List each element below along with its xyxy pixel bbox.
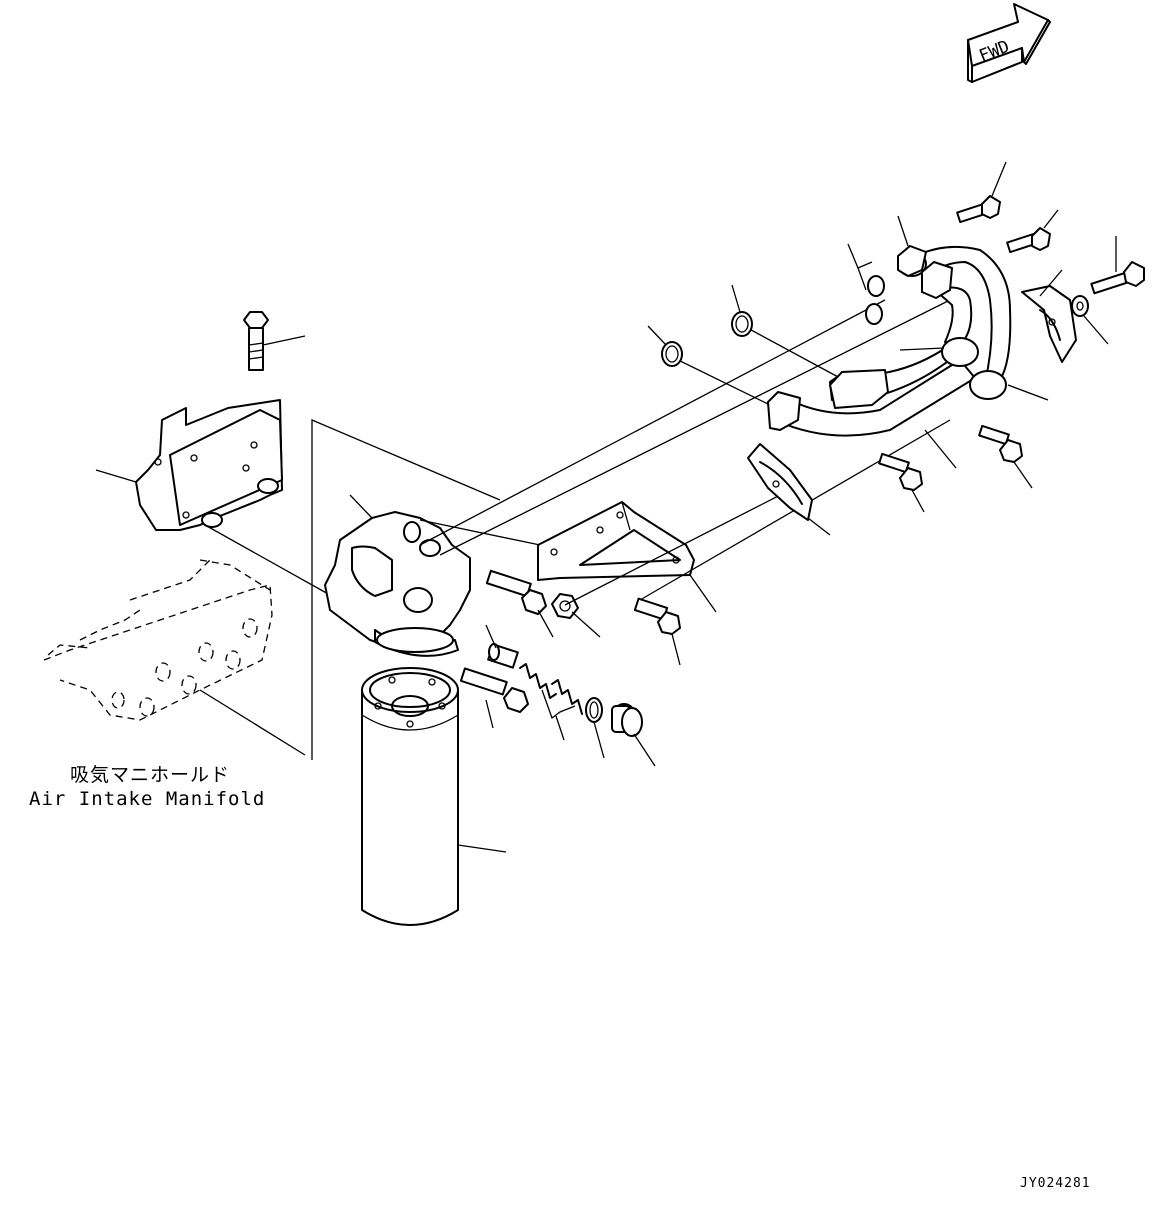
bypass-valve — [487, 643, 519, 669]
leader-line — [1013, 461, 1033, 489]
filter-bolt — [459, 667, 529, 713]
leader-line — [485, 624, 497, 649]
leader-line — [541, 689, 576, 720]
gasket-ring — [731, 311, 753, 337]
leader-line — [1007, 384, 1049, 401]
plug — [611, 703, 643, 737]
leader-line — [95, 469, 137, 483]
guide-line — [439, 299, 951, 556]
leader-line — [847, 243, 873, 269]
air-intake-manifold-outline — [43, 559, 273, 721]
leader-line — [689, 574, 717, 613]
leader-line — [924, 429, 957, 469]
bracket-bolt — [243, 311, 269, 371]
hex-nut — [551, 593, 579, 619]
bracket-reference-line — [204, 524, 331, 596]
leader-line — [991, 161, 1007, 197]
reference-label-japanese: 吸気マニホールド — [70, 764, 230, 786]
filter-head-bolt — [485, 569, 547, 615]
pipe-flange-bolt — [1006, 227, 1051, 254]
pipe-bracket-bolt — [978, 424, 1023, 463]
pipe-clamp — [747, 443, 813, 521]
leader-line — [1083, 315, 1109, 345]
leader-line — [647, 325, 667, 346]
leader-line — [593, 721, 605, 759]
valve-spring — [519, 663, 583, 715]
leader-line — [899, 347, 945, 351]
leader-line — [485, 699, 494, 729]
guide-line — [564, 489, 791, 606]
guide-line — [739, 323, 841, 379]
leader-line — [731, 284, 741, 313]
leader-line — [457, 844, 507, 853]
manifold-reference-line — [199, 689, 306, 756]
reference-label-english: Air Intake Manifold — [29, 788, 265, 810]
oil-filter-head — [324, 511, 471, 657]
pipe-flange-bolt — [956, 195, 1001, 224]
guide-line — [419, 519, 541, 546]
leader-line — [555, 715, 565, 741]
washer — [1071, 295, 1089, 317]
leader-line — [537, 609, 554, 638]
drawing-code: JY024281 — [1020, 1176, 1091, 1191]
support-bracket — [537, 501, 695, 581]
oil-pipe-assembly — [767, 245, 1012, 437]
leader-line — [857, 267, 867, 291]
fwd-arrow-icon: FWD — [967, 3, 1051, 83]
o-ring — [585, 697, 603, 723]
leader-line — [633, 733, 656, 767]
clamp-bolt-lower — [878, 452, 923, 491]
leader-line — [262, 335, 306, 346]
leader-line — [807, 517, 831, 536]
oil-filter-cartridge — [361, 667, 459, 926]
filter-mounting-bracket — [135, 399, 283, 531]
assembly-bracket-line — [311, 419, 501, 760]
leader-line — [897, 215, 909, 247]
gasket-ring — [661, 341, 683, 367]
guide-line — [419, 299, 886, 546]
guide-line — [669, 355, 771, 406]
leader-line — [1043, 209, 1059, 229]
leader-line — [1039, 269, 1063, 297]
leader-line — [571, 611, 601, 638]
leader-line — [911, 489, 925, 513]
leader-line — [671, 633, 681, 666]
pipe-o-ring — [865, 275, 885, 325]
leader-line — [349, 494, 373, 519]
bracket-bolt-lower — [633, 597, 681, 635]
pipe-clamp — [1021, 285, 1077, 363]
clamp-bolt — [1090, 261, 1145, 295]
